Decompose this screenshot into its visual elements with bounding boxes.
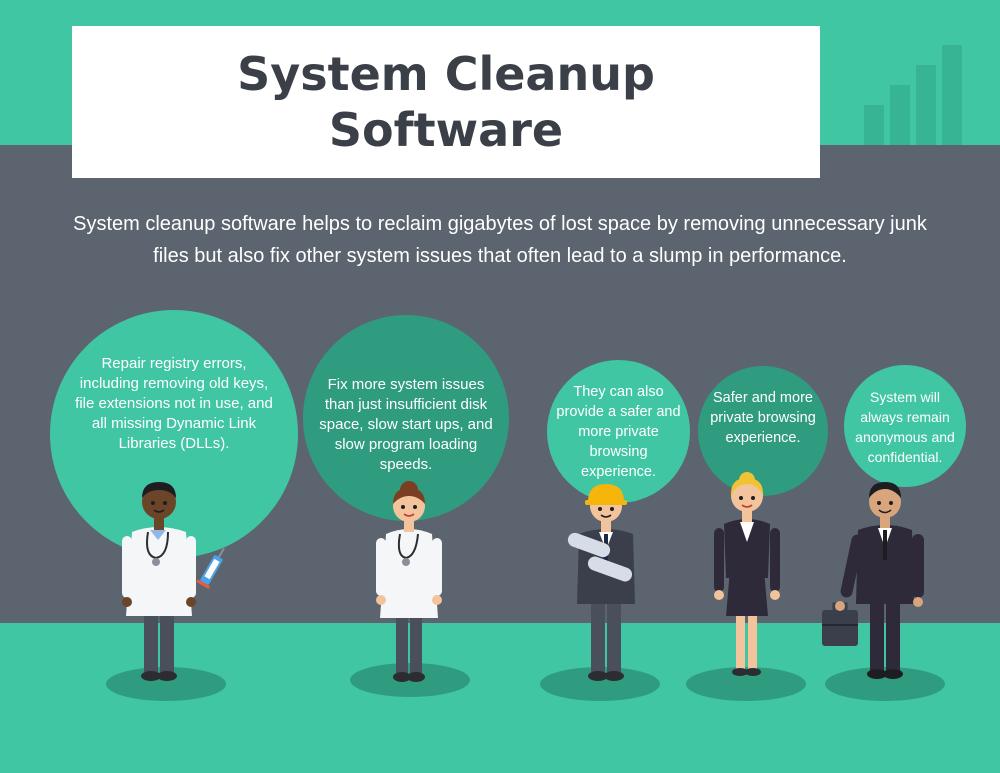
syringe-icon [196, 547, 225, 590]
blueprint-icon [567, 532, 633, 582]
bubble-safer-browsing: They can also provide a safer and more p… [547, 360, 690, 503]
bar-chart-icon [864, 40, 964, 145]
bubble-system-issues: Fix more system issues than just insuffi… [303, 315, 509, 521]
intro-text: System cleanup software helps to reclaim… [73, 213, 927, 267]
businessman-figure [822, 482, 924, 679]
doctor-male-figure [122, 482, 225, 681]
page-title: System Cleanup Software [237, 47, 655, 157]
bubble-text: Safer and more private browsing experien… [710, 390, 816, 446]
bubble-private-browsing: Safer and more private browsing experien… [698, 366, 828, 496]
businesswoman-figure [714, 472, 780, 676]
stethoscope-icon [146, 531, 169, 566]
hard-hat-icon [585, 484, 627, 505]
doctor-female-figure [376, 481, 442, 682]
bubble-text: Fix more system issues than just insuffi… [319, 376, 493, 473]
engineer-figure [567, 484, 635, 681]
bubble-anonymous: System will always remain anonymous and … [844, 365, 966, 487]
stethoscope-icon [397, 533, 419, 566]
bubble-text: Repair registry errors, including removi… [75, 355, 273, 452]
bubble-text: System will always remain anonymous and … [855, 389, 955, 465]
bubble-text: They can also provide a safer and more p… [556, 384, 681, 480]
title-box: System Cleanup Software [72, 26, 820, 178]
bubble-registry: Repair registry errors, including removi… [50, 310, 298, 558]
